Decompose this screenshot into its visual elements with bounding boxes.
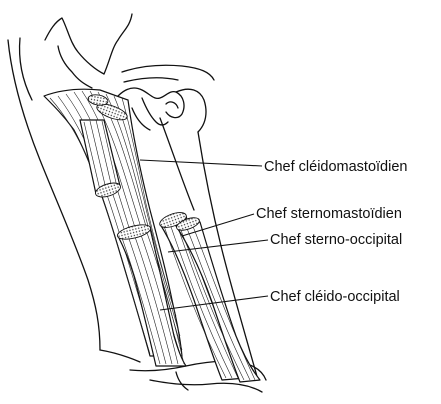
- label-sternomastoid: Chef sternomastoïdien: [256, 206, 402, 222]
- label-cleido-occipital: Chef cléido-occipital: [270, 289, 400, 305]
- head-outline: [20, 14, 215, 100]
- label-sterno-occipital: Chef sterno-occipital: [270, 232, 402, 248]
- label-cleidomastoid: Chef cléidomastoïdien: [264, 159, 407, 175]
- leader-cleidomastoid: [140, 160, 262, 166]
